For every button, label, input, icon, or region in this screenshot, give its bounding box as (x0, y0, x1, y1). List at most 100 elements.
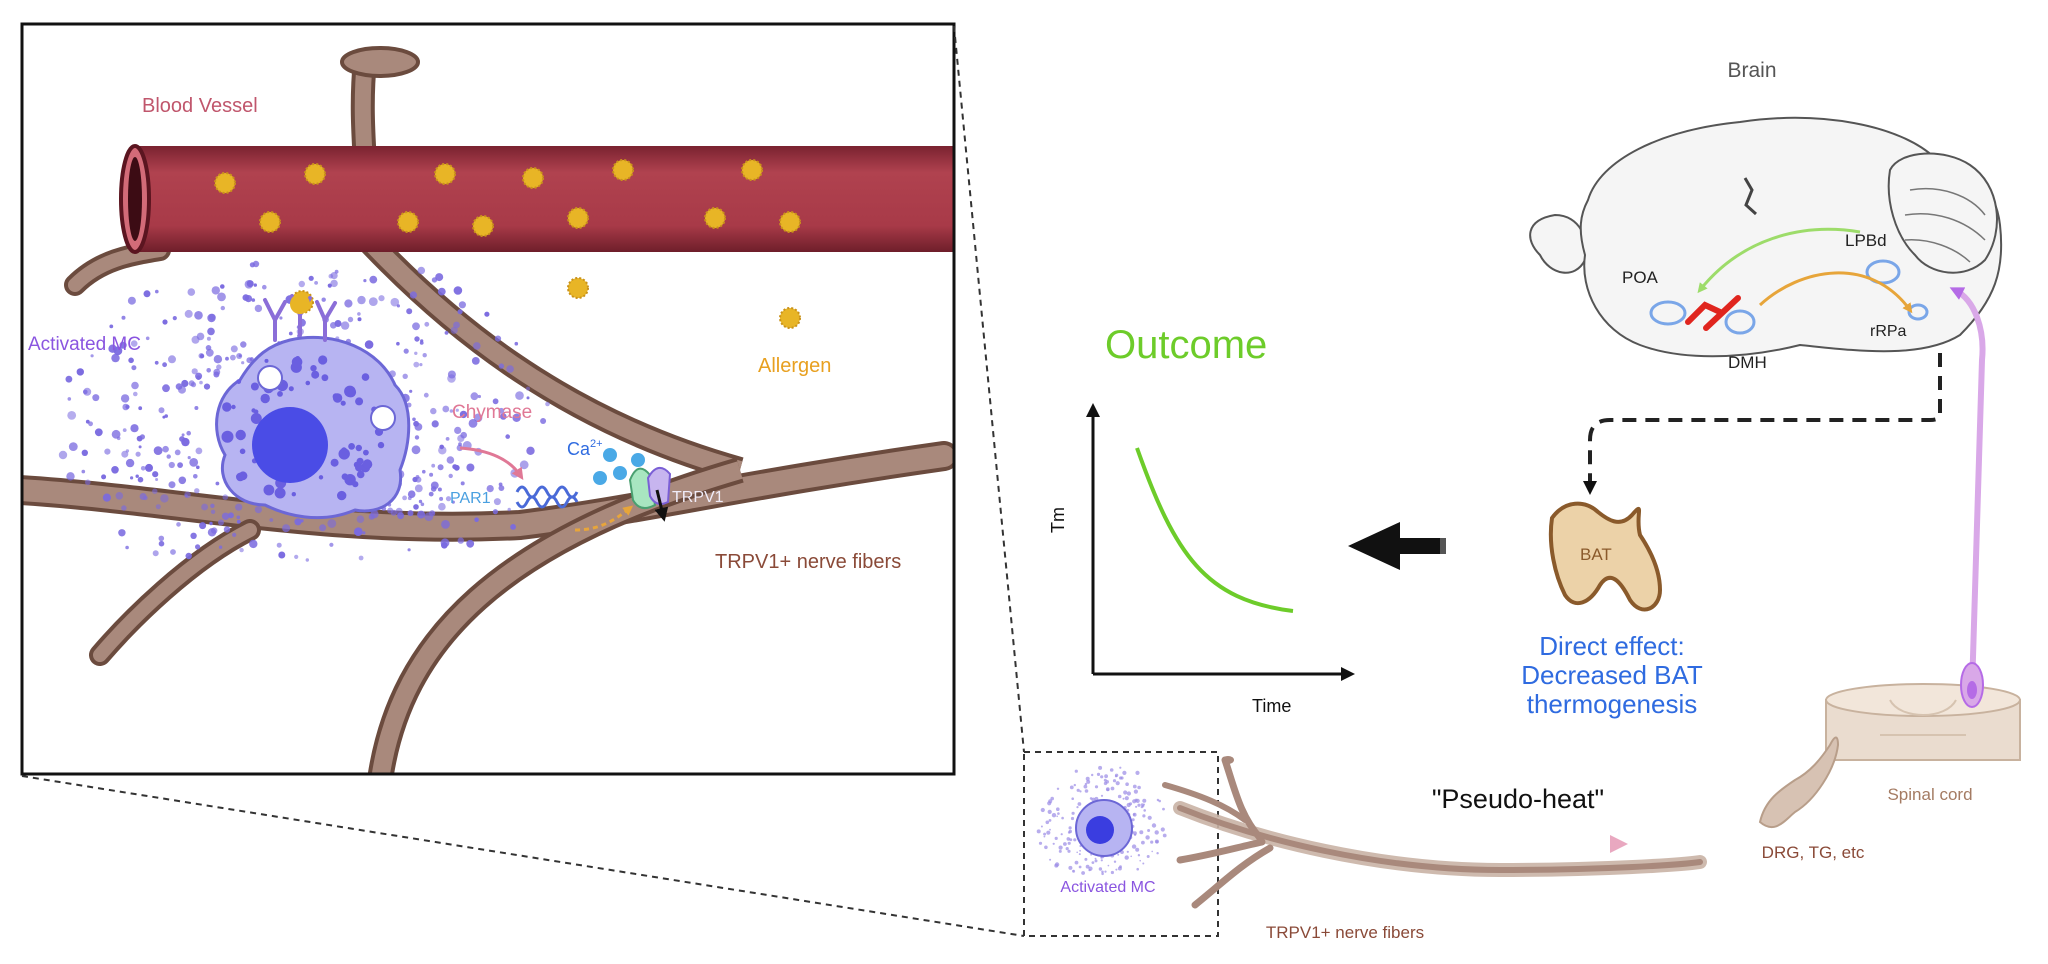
calcium-charge: 2+ (590, 438, 603, 450)
granule (1040, 807, 1045, 813)
granule (1040, 825, 1043, 828)
granule (168, 481, 176, 489)
granule (1142, 798, 1147, 803)
granule (506, 365, 514, 373)
granule (424, 321, 430, 327)
granule (1110, 786, 1115, 791)
granule (468, 419, 478, 428)
granule (1077, 802, 1082, 806)
zoom-connector-lines (21, 25, 1025, 937)
granule (1094, 785, 1099, 789)
granule (236, 519, 241, 524)
granule (448, 473, 453, 479)
granule (1162, 833, 1167, 838)
granule (67, 397, 72, 401)
granule (422, 353, 427, 358)
granule (1100, 775, 1104, 779)
granule (1098, 867, 1103, 871)
granule (1125, 782, 1129, 786)
granule (510, 524, 516, 530)
granule (220, 284, 225, 289)
granule (172, 316, 177, 321)
granule (1156, 852, 1159, 855)
blood-vessel-label: Blood Vessel (142, 95, 258, 117)
granule (125, 404, 130, 409)
granule (437, 464, 444, 471)
granule (428, 491, 434, 497)
granule (402, 495, 407, 501)
granule (228, 512, 234, 519)
granule (88, 421, 93, 427)
granule (1094, 859, 1098, 863)
granule (415, 475, 420, 479)
granule (1142, 862, 1145, 865)
granule (181, 437, 190, 447)
brain-to-bat-dashed-arrow (1583, 330, 1942, 495)
granule (418, 499, 423, 504)
granule (1145, 835, 1150, 840)
granule (498, 407, 505, 414)
granule (1057, 812, 1060, 815)
granule (222, 494, 229, 501)
granule (412, 417, 416, 422)
granule (186, 430, 191, 436)
granule (357, 312, 361, 316)
granule (143, 290, 151, 298)
granule (122, 428, 127, 432)
granule (158, 540, 165, 547)
allergen-particle (472, 215, 494, 237)
granule (1049, 828, 1051, 831)
granule (137, 476, 144, 483)
granule (111, 429, 121, 439)
granule (1140, 803, 1144, 807)
activated-mast-cell (58, 260, 550, 562)
granule (378, 295, 385, 302)
granule (355, 397, 364, 406)
granule (164, 414, 168, 418)
granule (1120, 776, 1124, 780)
granule (65, 375, 73, 383)
granule (390, 297, 400, 307)
granule (1054, 862, 1060, 867)
granule (1071, 811, 1075, 815)
granule (396, 341, 400, 346)
granule (402, 373, 408, 379)
granule (251, 298, 256, 302)
granule (1162, 807, 1165, 811)
granule (308, 275, 314, 281)
free-allergens (290, 277, 801, 329)
granule (1056, 815, 1058, 818)
granule (109, 324, 114, 329)
granule (1071, 797, 1074, 800)
granule (1056, 787, 1060, 790)
granule (246, 357, 253, 364)
granule (1084, 857, 1088, 861)
granule (460, 481, 465, 486)
granule (118, 529, 126, 537)
granule (230, 354, 236, 361)
granule (139, 434, 145, 440)
granule (1114, 773, 1119, 777)
granule (429, 472, 434, 477)
granule (190, 382, 197, 388)
granule (340, 400, 346, 406)
granule (314, 281, 318, 285)
granule (363, 279, 367, 283)
granule (1124, 796, 1129, 801)
granule (181, 379, 189, 388)
granule (207, 327, 215, 336)
granule (236, 379, 242, 384)
granule (358, 555, 364, 561)
granule (250, 382, 259, 391)
granule (1068, 865, 1073, 870)
granule (1115, 868, 1118, 871)
granule (189, 458, 199, 467)
granule (430, 407, 437, 415)
granule (1089, 797, 1093, 800)
granule (274, 487, 286, 499)
granule (1126, 850, 1129, 853)
granule (108, 344, 117, 353)
granule (526, 446, 535, 455)
granule (457, 537, 464, 544)
granule (1130, 855, 1132, 858)
